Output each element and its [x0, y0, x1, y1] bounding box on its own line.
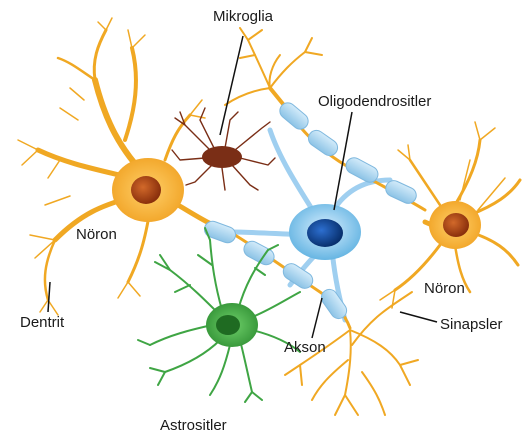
- microglia-body: [202, 146, 242, 168]
- oligodendrocyte-nucleus: [307, 219, 343, 247]
- label-astrositler: Astrositler: [160, 417, 227, 435]
- label-noron-left: Nöron: [76, 226, 117, 244]
- label-dentrit: Dentrit: [20, 314, 64, 332]
- leader-lines: [48, 36, 437, 338]
- left-neuron-nucleus: [131, 176, 161, 204]
- label-akson: Akson: [284, 339, 326, 357]
- label-mikroglia: Mikroglia: [213, 8, 273, 26]
- label-sinapsler: Sinapsler: [440, 316, 503, 334]
- label-noron-right: Nöron: [424, 280, 465, 298]
- top-neuron-branches: [225, 28, 322, 105]
- label-oligodendrositler: Oligodendrositler: [318, 93, 431, 111]
- right-neuron-nucleus: [443, 213, 469, 237]
- astrocyte-nucleus: [216, 315, 240, 335]
